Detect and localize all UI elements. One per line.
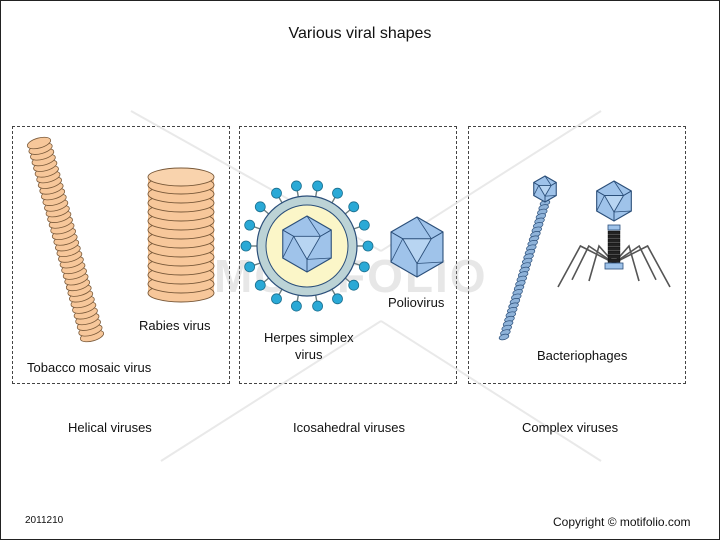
helical-viruses-label: Helical viruses bbox=[68, 420, 152, 435]
icosahedral-viruses-label: Icosahedral viruses bbox=[293, 420, 405, 435]
herpes-simplex-virus-illustration bbox=[240, 180, 374, 312]
watermark-lines bbox=[130, 110, 602, 462]
herpes-simplex-label-line1: Herpes simplex bbox=[264, 330, 354, 345]
helical-panel bbox=[12, 126, 230, 384]
poliovirus-illustration bbox=[390, 216, 444, 278]
rabies-virus-label: Rabies virus bbox=[139, 318, 211, 333]
diagram-title: Various viral shapes bbox=[288, 25, 432, 42]
copyright-notice: Copyright © motifolio.com bbox=[553, 515, 691, 529]
complex-viruses-label: Complex viruses bbox=[522, 420, 619, 435]
icosahedral-panel bbox=[239, 126, 457, 384]
herpes-simplex-label-line2: virus bbox=[295, 347, 323, 362]
tobacco-mosaic-virus-illustration bbox=[26, 136, 105, 343]
figure-id: 2011210 bbox=[25, 515, 64, 526]
bacteriophages-label: Bacteriophages bbox=[537, 348, 628, 363]
tobacco-mosaic-virus-label: Tobacco mosaic virus bbox=[27, 360, 152, 375]
bacteriophage-long-tail-illustration bbox=[498, 175, 557, 341]
poliovirus-label: Poliovirus bbox=[388, 295, 445, 310]
bacteriophage-t4-illustration bbox=[557, 180, 671, 288]
rabies-virus-illustration bbox=[147, 167, 215, 303]
